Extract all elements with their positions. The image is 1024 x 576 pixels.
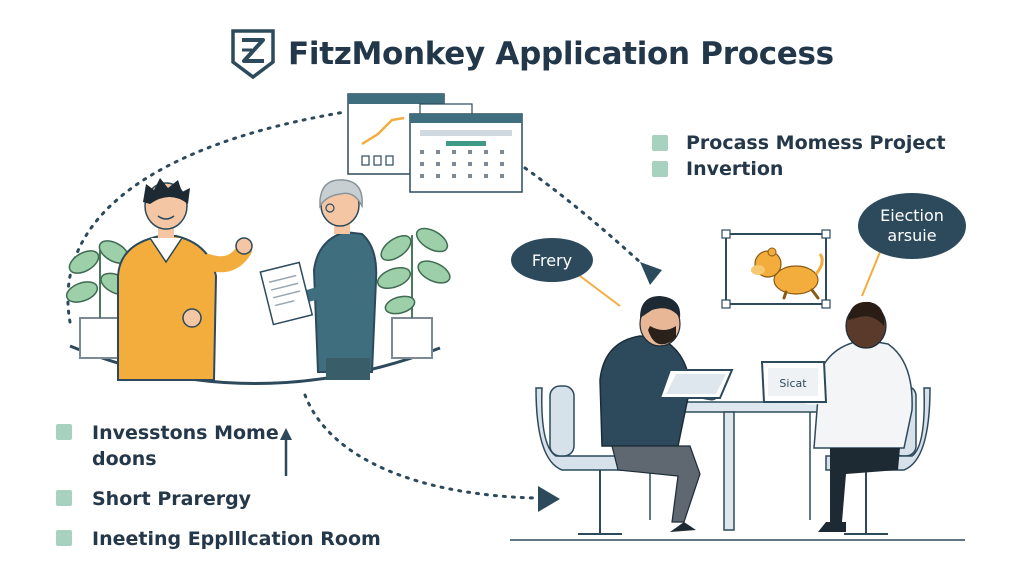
arrowhead-icon — [538, 486, 560, 512]
legend-swatch — [652, 161, 668, 177]
legend-item: Ineeting Epplllcation Room — [56, 526, 412, 552]
laptop-screen-text: Sicat — [779, 377, 807, 390]
legend-item: Invesstons Mome doons — [56, 420, 412, 472]
page-title: FitzMonkey Application Process — [288, 36, 834, 72]
tablet-icon — [658, 369, 734, 399]
legend-swatch — [56, 530, 72, 546]
speech-bubble-right: Eiection arsuie — [858, 193, 966, 297]
person-navy-sweater — [599, 296, 719, 532]
speech-bubble-left: Frery — [511, 238, 621, 307]
speech-bubble-right-line2: arsuie — [887, 226, 936, 245]
person-orange-sweater — [117, 178, 253, 381]
legend-label: Ineeting Epplllcation Room — [92, 528, 381, 550]
legend-bottom: Invesstons Mome doons Short Prarergy Ine… — [56, 420, 412, 552]
legend-label: Short Prarergy — [92, 488, 252, 510]
monkey-icon — [751, 247, 824, 300]
legend-label: Invesstons Mome doons — [92, 422, 279, 470]
monkey-picture-frame — [721, 229, 831, 309]
person-white-shirt — [801, 301, 913, 532]
legend-item: Procass Momess Project — [652, 131, 946, 155]
legend-swatch — [56, 424, 72, 440]
page-header: FitzMonkey Application Process — [230, 24, 834, 84]
laptop-icon: Sicat — [760, 361, 828, 403]
plant-illustration — [376, 227, 451, 359]
legend-label: Invertion — [686, 158, 784, 180]
calendar-window-icon — [409, 113, 523, 193]
dotted-flow-arrows — [66, 110, 642, 500]
document-icon — [259, 261, 314, 326]
speech-bubble-right-line1: Eiection — [880, 206, 944, 225]
speech-bubble-left-text: Frery — [532, 251, 572, 270]
legend-swatch — [652, 135, 668, 151]
up-arrow-icon — [280, 428, 292, 476]
legend-item: Short Prarergy — [56, 486, 412, 512]
person-elderly-teal — [286, 179, 378, 380]
legend-top: Procass Momess Project Invertion — [652, 131, 946, 181]
legend-item: Invertion — [652, 157, 946, 181]
shield-z-logo-icon — [231, 29, 275, 80]
arrowhead-icon — [640, 262, 662, 285]
legend-label: Procass Momess Project — [686, 132, 946, 154]
legend-swatch — [56, 490, 72, 506]
